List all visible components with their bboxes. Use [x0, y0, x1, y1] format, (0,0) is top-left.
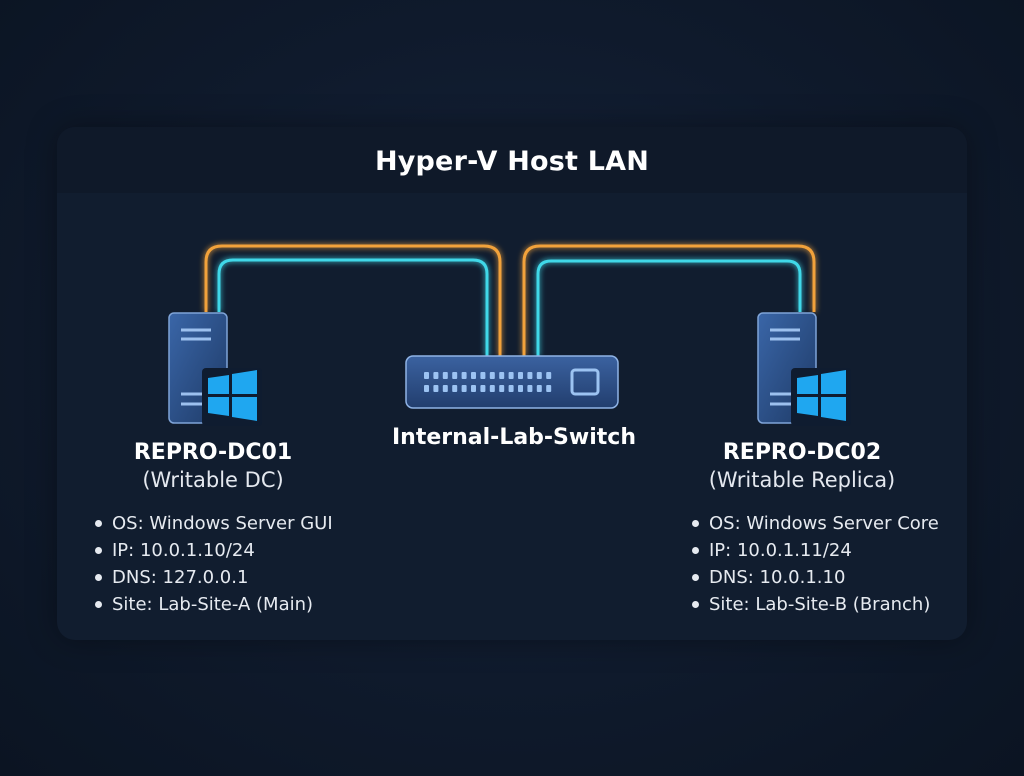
list-item: Site: Lab-Site-A (Main) — [95, 591, 333, 618]
list-item: OS: Windows Server Core — [692, 510, 939, 537]
list-item: OS: Windows Server GUI — [95, 510, 333, 537]
switch-port — [508, 385, 514, 392]
switch-port — [527, 385, 533, 392]
switch-port — [442, 372, 448, 379]
switch-port — [489, 385, 495, 392]
switch-port — [518, 385, 523, 392]
switch-port — [461, 385, 467, 392]
list-item: DNS: 10.0.1.10 — [692, 564, 939, 591]
switch-port — [433, 385, 439, 392]
switch-port — [546, 385, 552, 392]
switch-port — [536, 372, 542, 379]
switch-port — [471, 372, 476, 379]
list-item: IP: 10.0.1.10/24 — [95, 537, 333, 564]
list-item: IP: 10.0.1.11/24 — [692, 537, 939, 564]
list-item: DNS: 127.0.0.1 — [95, 564, 333, 591]
switch-port — [452, 372, 458, 379]
windows-logo-icon-dc01 — [202, 368, 262, 426]
server-dc01-details: OS: Windows Server GUI IP: 10.0.1.10/24 … — [95, 510, 333, 618]
switch-port — [424, 372, 429, 379]
switch-port — [499, 385, 505, 392]
switch-port — [527, 372, 533, 379]
diagram-title: Hyper-V Host LAN — [374, 146, 650, 177]
switch-port — [471, 385, 476, 392]
switch-name: Internal-Lab-Switch — [392, 425, 636, 450]
switch-port — [452, 385, 458, 392]
switch-port — [461, 372, 467, 379]
server-dc01-role: (Writable DC) — [142, 468, 284, 492]
link-dc01-orange-upper — [204, 244, 502, 356]
link-dc02-cyan-upper — [536, 259, 802, 356]
switch-port — [433, 372, 439, 379]
switch-port — [546, 372, 552, 379]
panel-header — [57, 127, 967, 193]
switch-port — [499, 372, 505, 379]
switch-port — [489, 372, 495, 379]
list-item: Site: Lab-Site-B (Branch) — [692, 591, 939, 618]
server-dc02-details: OS: Windows Server Core IP: 10.0.1.11/24… — [692, 510, 939, 618]
server-dc02-name: REPRO-DC02 — [722, 440, 882, 465]
switch-port — [536, 385, 542, 392]
switch-port — [480, 385, 486, 392]
switch-port — [508, 372, 514, 379]
windows-logo-icon-dc02 — [791, 368, 851, 426]
server-dc01-name: REPRO-DC01 — [133, 440, 293, 465]
switch-port — [518, 372, 523, 379]
link-dc02-orange-upper — [522, 244, 816, 356]
network-switch-icon — [405, 355, 619, 409]
switch-port — [480, 372, 486, 379]
link-dc01-cyan-upper — [217, 258, 489, 356]
switch-port — [424, 385, 429, 392]
server-dc02-role: (Writable Replica) — [708, 468, 896, 492]
switch-port — [442, 385, 448, 392]
